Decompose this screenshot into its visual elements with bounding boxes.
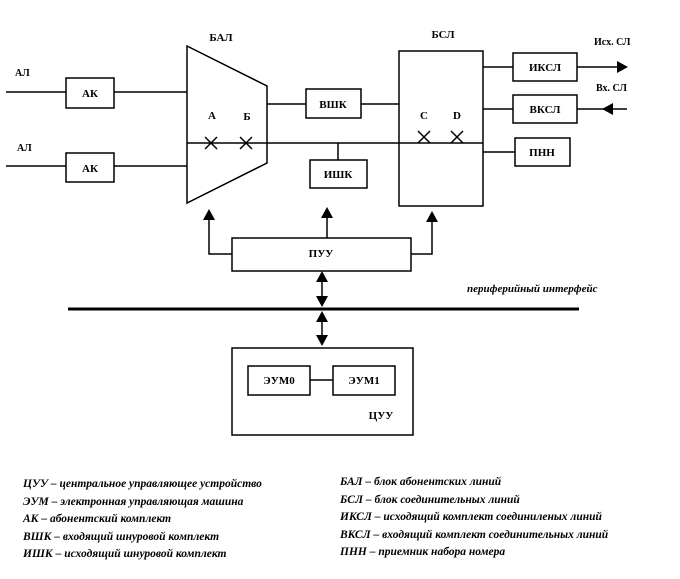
puu-to-bsl-control	[411, 220, 433, 255]
bal-crosspoint-a-icon	[204, 136, 218, 150]
puu-to-bal-control	[208, 218, 232, 255]
iksl-label: ИКСЛ	[529, 62, 562, 74]
bal-point-a-label: А	[208, 110, 216, 122]
cuu-bus-up-arrow-icon	[316, 311, 328, 322]
bsl-point-d-label: D	[453, 110, 461, 122]
legend-left: ЦУУ – центральное управляющее устройство…	[23, 476, 262, 564]
legend-item-vksl: ВКСЛ – входящий комплект соединительных …	[340, 528, 609, 541]
ak-block-bottom: АК	[65, 152, 115, 183]
legend-item-ak: АК – абонентский комплект	[23, 513, 172, 525]
legend-item-iksl: ИКСЛ – исходящий комплект соединиленых л…	[340, 511, 602, 523]
legend-item-pnn: ПНН – приемник набора номера	[340, 546, 506, 558]
subscriber-line-bottom: АЛ	[6, 143, 66, 167]
incoming-arrow-icon	[602, 103, 613, 115]
ak-top-label: АК	[82, 88, 98, 100]
legend-item-cuu: ЦУУ – центральное управляющее устройство	[23, 478, 262, 490]
legend-item-ishk: ИШК – исходящий шнуровой комплект	[23, 548, 227, 560]
cuu-block: ЭУМ0 ЭУМ1 ЦУУ	[231, 347, 414, 436]
pnn-box	[514, 137, 571, 167]
puu-bus-up-arrow-icon	[316, 271, 328, 282]
iksl-box	[512, 52, 578, 82]
legend-right: БАЛ – блок абонентских линий БСЛ – блок …	[340, 474, 608, 562]
ak-block-top: АК	[65, 77, 115, 109]
ishk-control-arrow-icon	[321, 207, 333, 218]
bsl-crosspoint-c-icon	[417, 130, 431, 144]
vksl-block: ВКСЛ	[512, 94, 578, 124]
bsl-point-c-label: C	[420, 110, 428, 122]
legend-item-vshk: ВШК – входящий шнуровой комплект	[23, 530, 220, 543]
bsl-label: БСЛ	[431, 29, 455, 41]
bsl-control-arrow-icon	[426, 211, 438, 222]
legend-item-bsl: БСЛ – блок соединительных линий	[340, 493, 520, 506]
legend-item-bal: БАЛ – блок абонентских линий	[340, 476, 502, 488]
ishk-label: ИШК	[324, 169, 353, 181]
bal-trapezoid	[186, 44, 268, 205]
incoming-line-label: Вх. СЛ	[596, 83, 628, 94]
cuu-bus-down-arrow-icon	[316, 335, 328, 346]
subscriber-line-top: АЛ	[6, 68, 66, 93]
eum1-label: ЭУМ1	[348, 375, 379, 387]
vksl-label: ВКСЛ	[530, 104, 562, 116]
bsl-box	[398, 50, 484, 207]
bal-label: БАЛ	[209, 32, 233, 44]
al-bottom-label: АЛ	[17, 143, 32, 154]
al-top-label: АЛ	[15, 68, 30, 79]
peripheral-interface-label: периферийный интерфейс	[467, 283, 598, 295]
bsl-crosspoint-d-icon	[450, 130, 464, 144]
ishk-block: ИШК	[309, 159, 368, 189]
vshk-block: ВШК	[305, 88, 362, 119]
iksl-block: ИКСЛ	[512, 52, 578, 82]
eum0-label: ЭУМ0	[263, 375, 295, 387]
ak-bottom-label: АК	[82, 163, 98, 175]
bal-crosspoint-b-icon	[239, 136, 253, 150]
ishk-box	[309, 159, 368, 189]
outgoing-line-label: Исх. СЛ	[594, 37, 631, 48]
ak-bottom-box	[65, 152, 115, 183]
puu-bus-down-arrow-icon	[316, 296, 328, 307]
pnn-label: ПНН	[529, 147, 555, 159]
vshk-label: ВШК	[319, 99, 346, 111]
eum1-box	[332, 365, 396, 396]
bal-control-arrow-icon	[203, 209, 215, 220]
puu-label: ПУУ	[309, 248, 334, 260]
ak-top-box	[65, 77, 115, 109]
pnn-block: ПНН	[514, 137, 571, 167]
bal-block: БАЛ А Б	[186, 32, 268, 205]
bal-point-b-label: Б	[243, 111, 250, 123]
cuu-label: ЦУУ	[369, 410, 394, 422]
outgoing-arrow-icon	[617, 61, 628, 73]
legend-item-eum: ЭУМ – электронная управляющая машина	[23, 495, 244, 508]
puu-block: ПУУ	[231, 237, 412, 272]
bsl-block: БСЛ C D	[398, 29, 484, 207]
